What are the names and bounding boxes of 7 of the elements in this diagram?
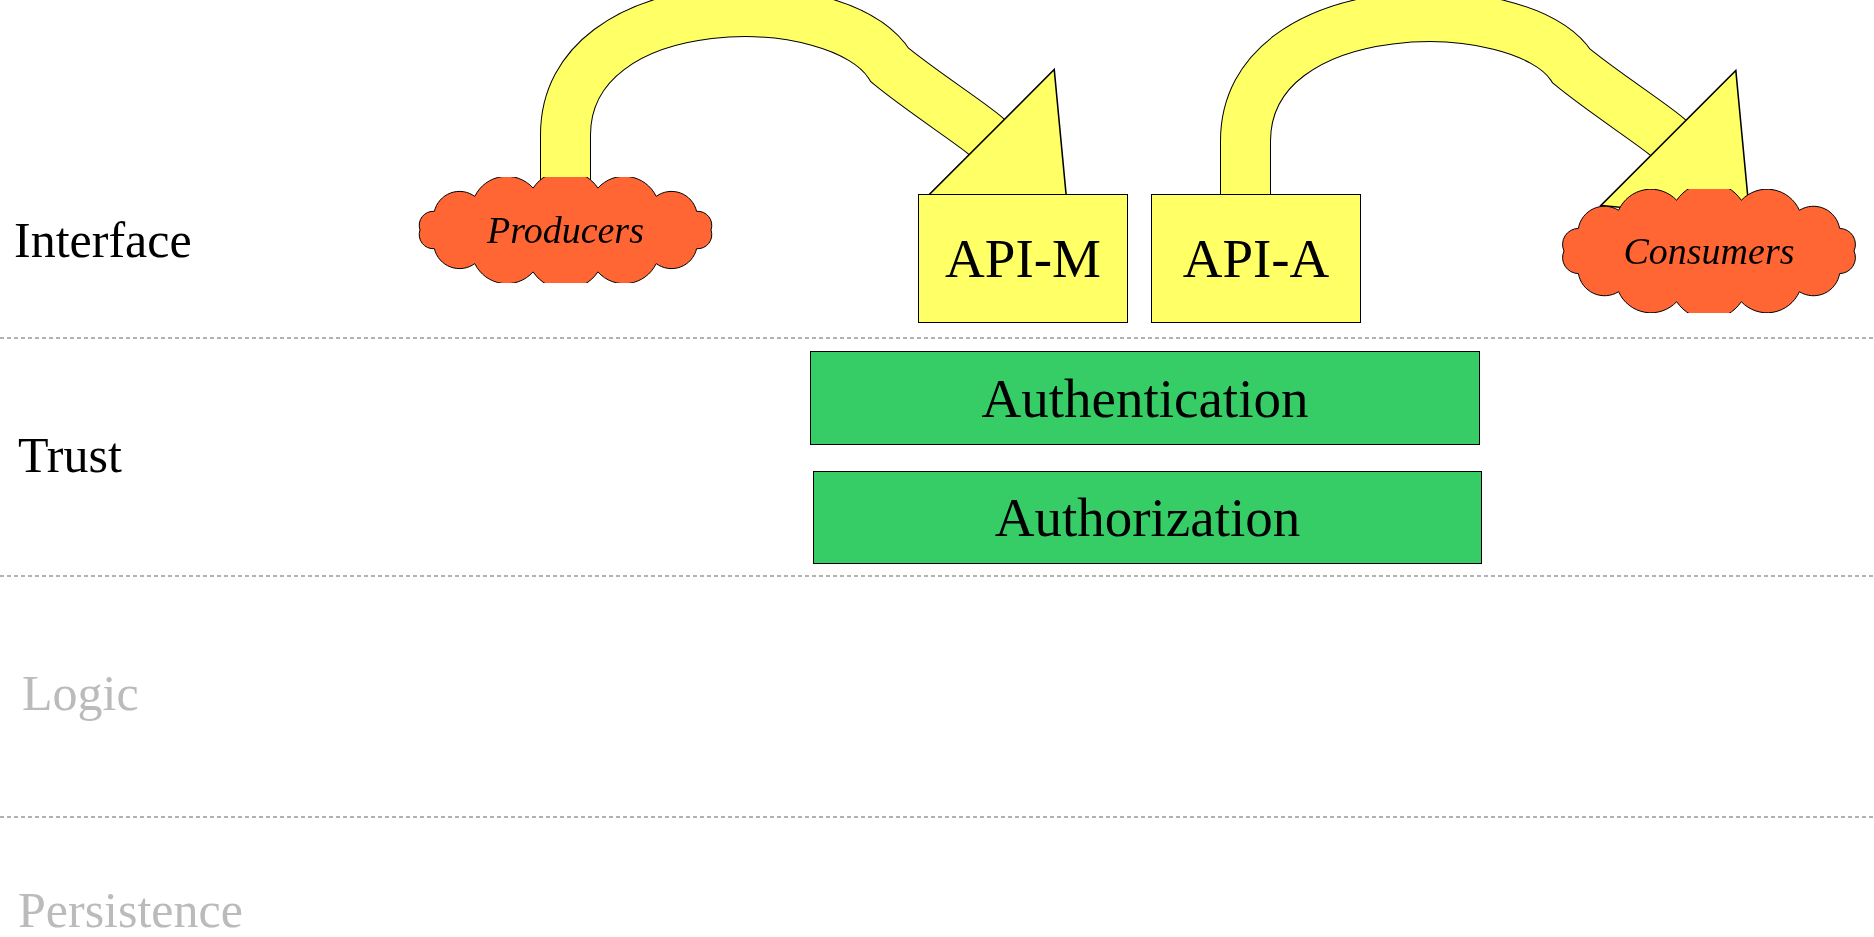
layer-label: Persistence (18, 885, 243, 935)
api-box: API-A (1151, 194, 1361, 323)
layer-box: Authorization (813, 471, 1482, 564)
layer-label: Interface (14, 215, 192, 265)
layer-label: Trust (18, 430, 122, 480)
layer-box: Authentication (810, 351, 1480, 445)
api-box: API-M (918, 194, 1128, 323)
